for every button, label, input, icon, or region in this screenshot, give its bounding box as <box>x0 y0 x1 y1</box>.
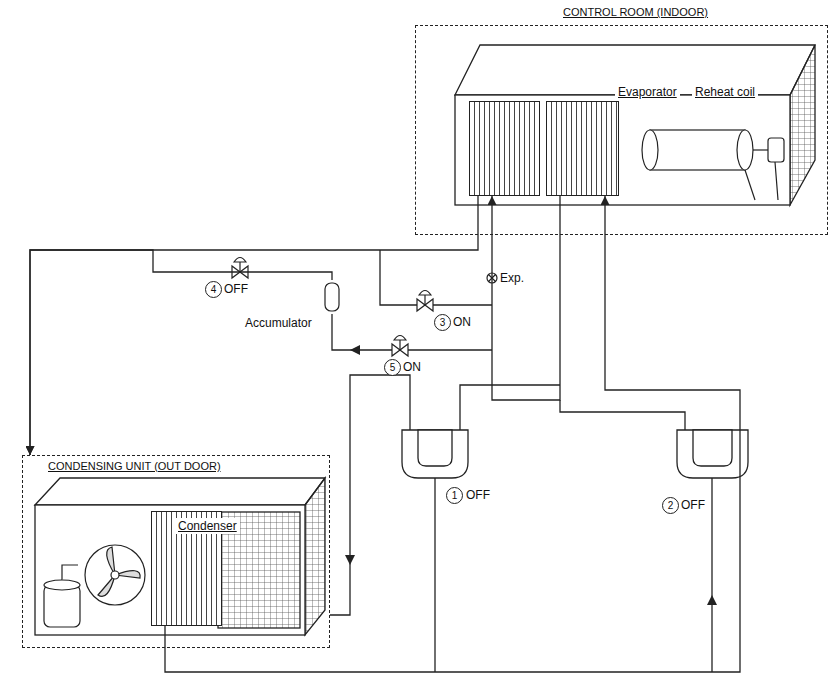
three-way-valve <box>418 430 452 466</box>
refrigerant-pipe <box>434 478 435 672</box>
component-label: Accumulator <box>245 316 312 330</box>
solenoid-valve <box>232 258 248 279</box>
compressor <box>44 585 80 627</box>
callout-number: 2 <box>662 497 679 514</box>
flow-arrow <box>345 555 355 565</box>
compressor <box>44 580 80 590</box>
three-way-valve <box>402 430 468 478</box>
condensing-unit-housing <box>35 478 325 505</box>
region-heading: CONDENSING UNIT (OUT DOOR) <box>46 460 223 472</box>
condensing-unit-housing <box>35 505 305 635</box>
refrigerant-pipe <box>332 314 492 350</box>
accumulator-vessel <box>325 283 339 311</box>
refrigerant-line <box>165 196 740 672</box>
condenser-coil: Condenser <box>151 511 222 626</box>
supply-fan <box>650 130 745 170</box>
condensing-unit-housing <box>35 478 325 635</box>
condenser-fan <box>85 545 145 605</box>
supply-fan <box>753 149 768 150</box>
three-way-valve <box>402 430 748 478</box>
component-label: Evaporator <box>615 84 680 100</box>
condensing-unit-region: Condenser CONDENSING UNIT (OUT DOOR) <box>22 455 330 648</box>
refrigerant-line <box>492 196 560 400</box>
supply-fan <box>642 130 784 200</box>
refrigerant-pipe <box>560 400 685 430</box>
flow-arrow <box>345 345 717 605</box>
refrigerant-pipe <box>330 375 410 615</box>
refrigerant-line <box>30 196 478 455</box>
solenoid-valve <box>392 336 408 357</box>
condenser-fan <box>111 571 119 579</box>
condensing-unit-housing <box>305 478 325 635</box>
callout-number: 5 <box>384 359 401 376</box>
reheat-coil: Reheat coil <box>546 101 619 196</box>
condenser-fan <box>98 547 140 596</box>
refrigerant-pipe <box>380 250 492 305</box>
compressor <box>62 565 78 580</box>
expansion-valve-label: Exp. <box>500 271 524 285</box>
compressor <box>44 565 80 627</box>
refrigerant-pipe <box>711 478 712 672</box>
region-heading: CONTROL ROOM (INDOOR) <box>561 6 710 18</box>
supply-fan <box>642 130 658 170</box>
refrigerant-pipe <box>330 250 712 672</box>
air-handler-housing <box>455 45 815 205</box>
refrigerant-pipe <box>460 385 560 430</box>
supply-fan <box>745 162 778 200</box>
accumulator-vessel <box>324 280 340 314</box>
valve-state: ON <box>403 360 421 374</box>
valve-state: OFF <box>466 488 490 502</box>
valve-state: OFF <box>681 498 705 512</box>
solenoid-valve <box>417 291 433 312</box>
air-handler-housing <box>790 45 815 205</box>
three-way-valve <box>693 430 732 466</box>
valve-state: OFF <box>224 282 248 296</box>
flow-arrow <box>350 345 360 355</box>
callout-number: 1 <box>446 487 463 504</box>
supply-fan <box>768 138 784 162</box>
evaporator-coil: Evaporator <box>469 101 540 196</box>
air-handler-housing <box>455 95 790 205</box>
refrigerant-line <box>30 250 332 455</box>
valve-state: ON <box>453 315 471 329</box>
callout-number: 3 <box>434 314 451 331</box>
component-label: Condenser <box>175 518 240 534</box>
accumulator: Accumulator <box>245 280 340 332</box>
flow-arrow <box>707 595 717 605</box>
control-room-region: EvaporatorReheat coilCONTROL ROOM (INDOO… <box>415 25 828 235</box>
component-label: Reheat coil <box>692 84 758 100</box>
callout-number: 4 <box>205 281 222 298</box>
condenser-fan <box>85 545 145 605</box>
three-way-valve <box>677 430 748 478</box>
supply-fan <box>737 130 753 170</box>
